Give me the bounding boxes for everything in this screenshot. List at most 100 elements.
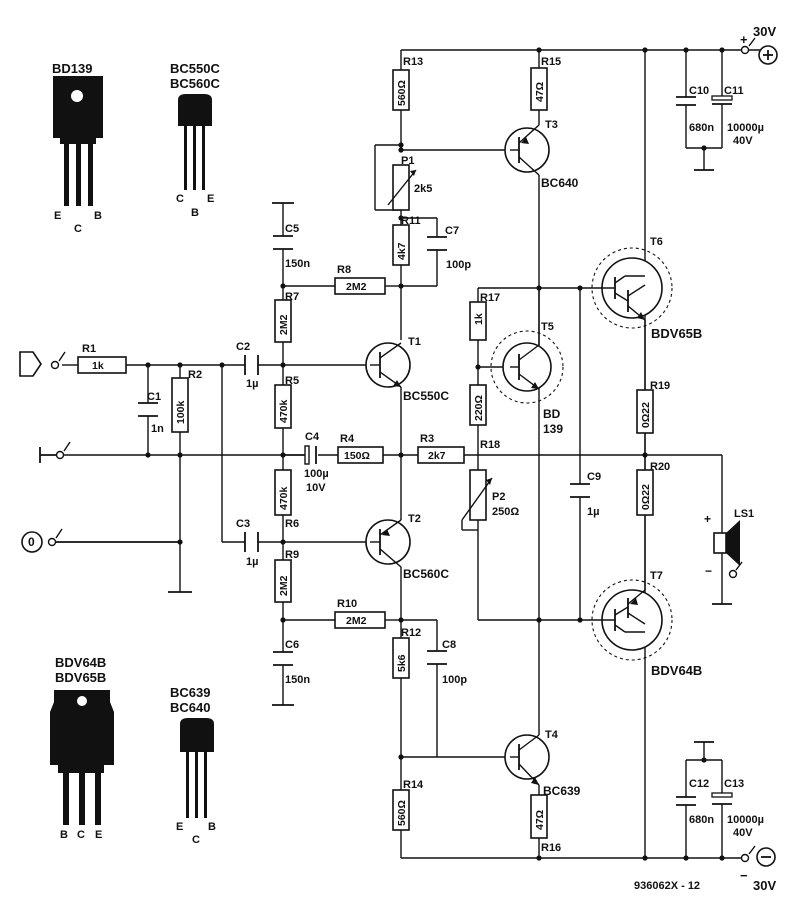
input-terminal (19, 351, 66, 377)
r18-ref: R18 (480, 439, 500, 451)
r7-value: 2M2 (278, 314, 290, 335)
potentiometer-p2: P2 250Ω (461, 469, 519, 531)
bc550-pin-b: B (191, 207, 199, 219)
resistor-r7: R7 2M2 (274, 291, 299, 343)
t1-type: BC550C (403, 389, 449, 403)
c12-ref: C12 (689, 778, 709, 790)
capacitor-c2: C2 1µ (236, 341, 259, 390)
resistor-r4: R4 150Ω (337, 433, 384, 464)
resistor-r11: R11 4k7 (392, 215, 421, 266)
c10-ref: C10 (689, 85, 709, 97)
r2-ref: R2 (188, 369, 202, 381)
supply-negative-sign: − (740, 868, 748, 883)
r16-value: 47Ω (534, 810, 546, 830)
r1-ref: R1 (82, 343, 96, 355)
r12-ref: R12 (401, 627, 421, 639)
resistor-r13: R13 560Ω (392, 56, 423, 111)
resistor-r18: R18 220Ω (469, 384, 500, 451)
capacitor-c3: C3 1µ (236, 518, 259, 568)
t6-type: BDV65B (651, 326, 702, 341)
resistor-r5: R5 470k (274, 375, 299, 429)
resistor-r17: R17 1k (469, 292, 500, 341)
junction-dots (145, 47, 725, 861)
t4-ref: T4 (545, 729, 559, 741)
r12-value: 5k6 (396, 654, 408, 672)
capacitor-c4: C4 100µ 10V (304, 431, 329, 494)
r16-ref: R16 (541, 842, 561, 854)
wires (39, 49, 768, 859)
r11-value: 4k7 (396, 242, 408, 260)
bd139-pin-c: C (74, 223, 82, 235)
p2-ref: P2 (492, 491, 505, 503)
bd139-title: BD139 (52, 61, 92, 76)
resistor-r9: R9 2M2 (274, 549, 299, 603)
input-zero-terminal: 0 (21, 528, 63, 553)
r18-value: 220Ω (473, 395, 485, 421)
transistor-t3: T3 BC640 (504, 119, 579, 190)
r17-ref: R17 (480, 292, 500, 304)
supply-positive-sign: + (740, 32, 748, 47)
supply-negative-terminal: − 30V (740, 845, 776, 893)
t5-ref: T5 (541, 321, 554, 333)
bc550-title-2: BC560C (170, 76, 220, 91)
capacitor-c8: C8 100p (427, 639, 467, 686)
r6-value: 470k (278, 486, 290, 510)
r4-value: 150Ω (344, 450, 370, 462)
ground-symbols (272, 169, 732, 743)
p1-ref: P1 (401, 155, 414, 167)
transistor-t4: T4 BC639 (504, 729, 581, 798)
transistor-t5: T5 BD 139 (490, 290, 564, 436)
c7-value: 100p (446, 259, 471, 271)
c2-ref: C2 (236, 341, 250, 353)
resistor-r1: R1 1k (77, 343, 127, 374)
t1-ref: T1 (408, 336, 421, 348)
r10-ref: R10 (337, 598, 357, 610)
supply-negative-label: 30V (753, 878, 776, 893)
bdv64-pin-c: C (77, 829, 85, 841)
c10-value: 680n (689, 122, 714, 134)
speaker-ls1: LS1 + − (704, 508, 754, 579)
capacitor-c5: C5 150n (273, 223, 310, 270)
bc639-pin-b: B (208, 821, 216, 833)
resistor-r2: R2 100k (171, 369, 202, 433)
c5-ref: C5 (285, 223, 299, 235)
r14-ref: R14 (403, 779, 424, 791)
capacitor-c9: C9 1µ (570, 471, 601, 518)
c4-ref: C4 (305, 431, 320, 443)
transistor-t7: T7 BDV64B (591, 515, 702, 678)
bdv64-pin-e: E (95, 829, 102, 841)
bc639-title-2: BC640 (170, 700, 210, 715)
c1-ref: C1 (147, 391, 161, 403)
r5-ref: R5 (285, 375, 299, 387)
c9-value: 1µ (587, 506, 599, 518)
r7-ref: R7 (285, 291, 299, 303)
capacitor-c6: C6 150n (273, 639, 310, 686)
resistor-r15: R15 47Ω (530, 56, 561, 111)
t6-ref: T6 (650, 236, 663, 248)
r10-value: 2M2 (346, 615, 367, 627)
capacitor-c13: C13 10000µ 40V (711, 778, 764, 839)
r9-value: 2M2 (278, 575, 290, 596)
c11-value: 10000µ (727, 122, 764, 134)
package-bdv64b: BDV64B BDV65B B C E (50, 655, 114, 841)
bd139-pin-b: B (94, 210, 102, 222)
c13-ref: C13 (724, 778, 744, 790)
t7-ref: T7 (650, 570, 663, 582)
r13-value: 560Ω (396, 80, 408, 106)
capacitor-c12: C12 680n (676, 778, 714, 826)
c1-value: 1n (151, 423, 164, 435)
capacitor-c10: C10 680n (676, 85, 714, 134)
resistor-r8: R8 2M2 (334, 264, 386, 295)
c6-value: 150n (285, 674, 310, 686)
t2-ref: T2 (408, 513, 421, 525)
resistor-r14: R14 560Ω (392, 779, 424, 831)
r20-value: 0Ω22 (640, 484, 652, 510)
r6-ref: R6 (285, 518, 299, 530)
package-bd139: BD139 E C B (52, 61, 103, 235)
c2-value: 1µ (246, 378, 258, 390)
t3-type: BC640 (541, 176, 579, 190)
ground-terminal (55, 441, 71, 460)
resistor-r20: R20 0Ω22 (636, 461, 670, 516)
resistor-r6: R6 470k (274, 469, 299, 530)
